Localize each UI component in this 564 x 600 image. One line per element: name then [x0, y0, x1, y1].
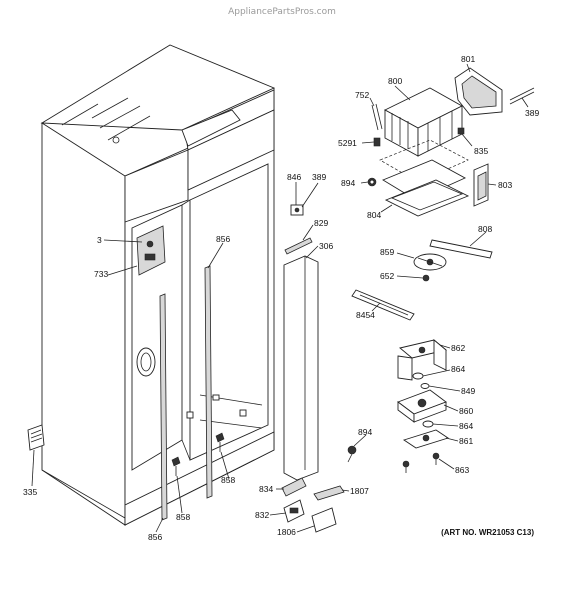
hinge-pin-858-a [171, 456, 181, 476]
bracket-832 [283, 499, 305, 523]
callout-834: 834 [259, 484, 273, 494]
callout-861: 861 [459, 436, 473, 446]
callout-863: 863 [455, 465, 469, 475]
bracket-834 [281, 477, 307, 497]
callout-856-top: 856 [216, 234, 230, 244]
bracket-803 [473, 163, 489, 207]
callout-8454: 8454 [356, 310, 375, 320]
callout-1806: 1806 [277, 527, 296, 537]
callout-832: 832 [255, 510, 269, 520]
callout-860: 860 [459, 406, 473, 416]
bracket-835 [457, 127, 465, 135]
part-5291 [373, 137, 381, 147]
grommet-864-b [422, 420, 434, 428]
fan-motor-860 [397, 389, 447, 423]
strip-808 [429, 239, 493, 259]
callout-856-bottom: 856 [148, 532, 162, 542]
callout-808: 808 [478, 224, 492, 234]
tube-752 [371, 103, 383, 131]
seal-strip-856-right [204, 265, 213, 499]
bracket-861 [402, 429, 450, 449]
art-number: (ART NO. WR21053 C13) [441, 528, 534, 537]
callout-3: 3 [97, 235, 102, 245]
clip-846 [290, 204, 304, 216]
callout-849: 849 [461, 386, 475, 396]
cover-1806 [311, 507, 337, 533]
control-bracket-part [136, 225, 166, 276]
wire-389 [509, 87, 535, 105]
mullion-bar-306 [283, 255, 319, 481]
callout-labels: 801 389 800 752 5291 835 894 803 804 846… [23, 54, 539, 542]
callout-335: 335 [23, 487, 37, 497]
callout-864-bottom: 864 [459, 421, 473, 431]
callout-733: 733 [94, 269, 108, 279]
seal-strip-856-left [159, 293, 168, 521]
callout-752: 752 [355, 90, 369, 100]
thermistor-894-top [367, 177, 377, 187]
callout-858-right: 858 [221, 475, 235, 485]
callout-859: 859 [380, 247, 394, 257]
callout-894-bottom: 894 [358, 427, 372, 437]
callout-864-top: 864 [451, 364, 465, 374]
rail-829 [284, 237, 313, 255]
callout-894-top: 894 [341, 178, 355, 188]
cover-801 [454, 67, 503, 116]
thermistor-894-bottom [347, 445, 357, 463]
callout-846: 846 [287, 172, 301, 182]
callout-803: 803 [498, 180, 512, 190]
motor-mount-862 [397, 339, 447, 381]
strip-1807 [313, 485, 345, 501]
refrigerator-cabinet [40, 44, 276, 526]
callout-804: 804 [367, 210, 381, 220]
strip-8454 [351, 289, 415, 321]
part-652 [422, 274, 430, 282]
callout-858-left: 858 [176, 512, 190, 522]
callout-862: 862 [451, 343, 465, 353]
callout-835: 835 [474, 146, 488, 156]
callout-389-mid: 389 [312, 172, 326, 182]
callout-389-top: 389 [525, 108, 539, 118]
callout-829: 829 [314, 218, 328, 228]
callout-652: 652 [380, 271, 394, 281]
callout-800: 800 [388, 76, 402, 86]
watermark-text: AppliancePartsPros.com [228, 7, 336, 17]
leader-lines [31, 63, 529, 533]
vent-335 [27, 424, 45, 451]
grommet-849 [420, 383, 430, 389]
screws-863 [402, 452, 440, 473]
callout-1807: 1807 [350, 486, 369, 496]
callout-306: 306 [319, 241, 333, 251]
evaporator-800 [384, 87, 463, 157]
hinge-pin-858-b [215, 432, 225, 452]
callout-5291: 5291 [338, 138, 357, 148]
callout-801: 801 [461, 54, 475, 64]
fan-blade-859 [413, 253, 447, 271]
drain-pan-804 [379, 139, 470, 217]
grommet-864-a [412, 372, 424, 380]
